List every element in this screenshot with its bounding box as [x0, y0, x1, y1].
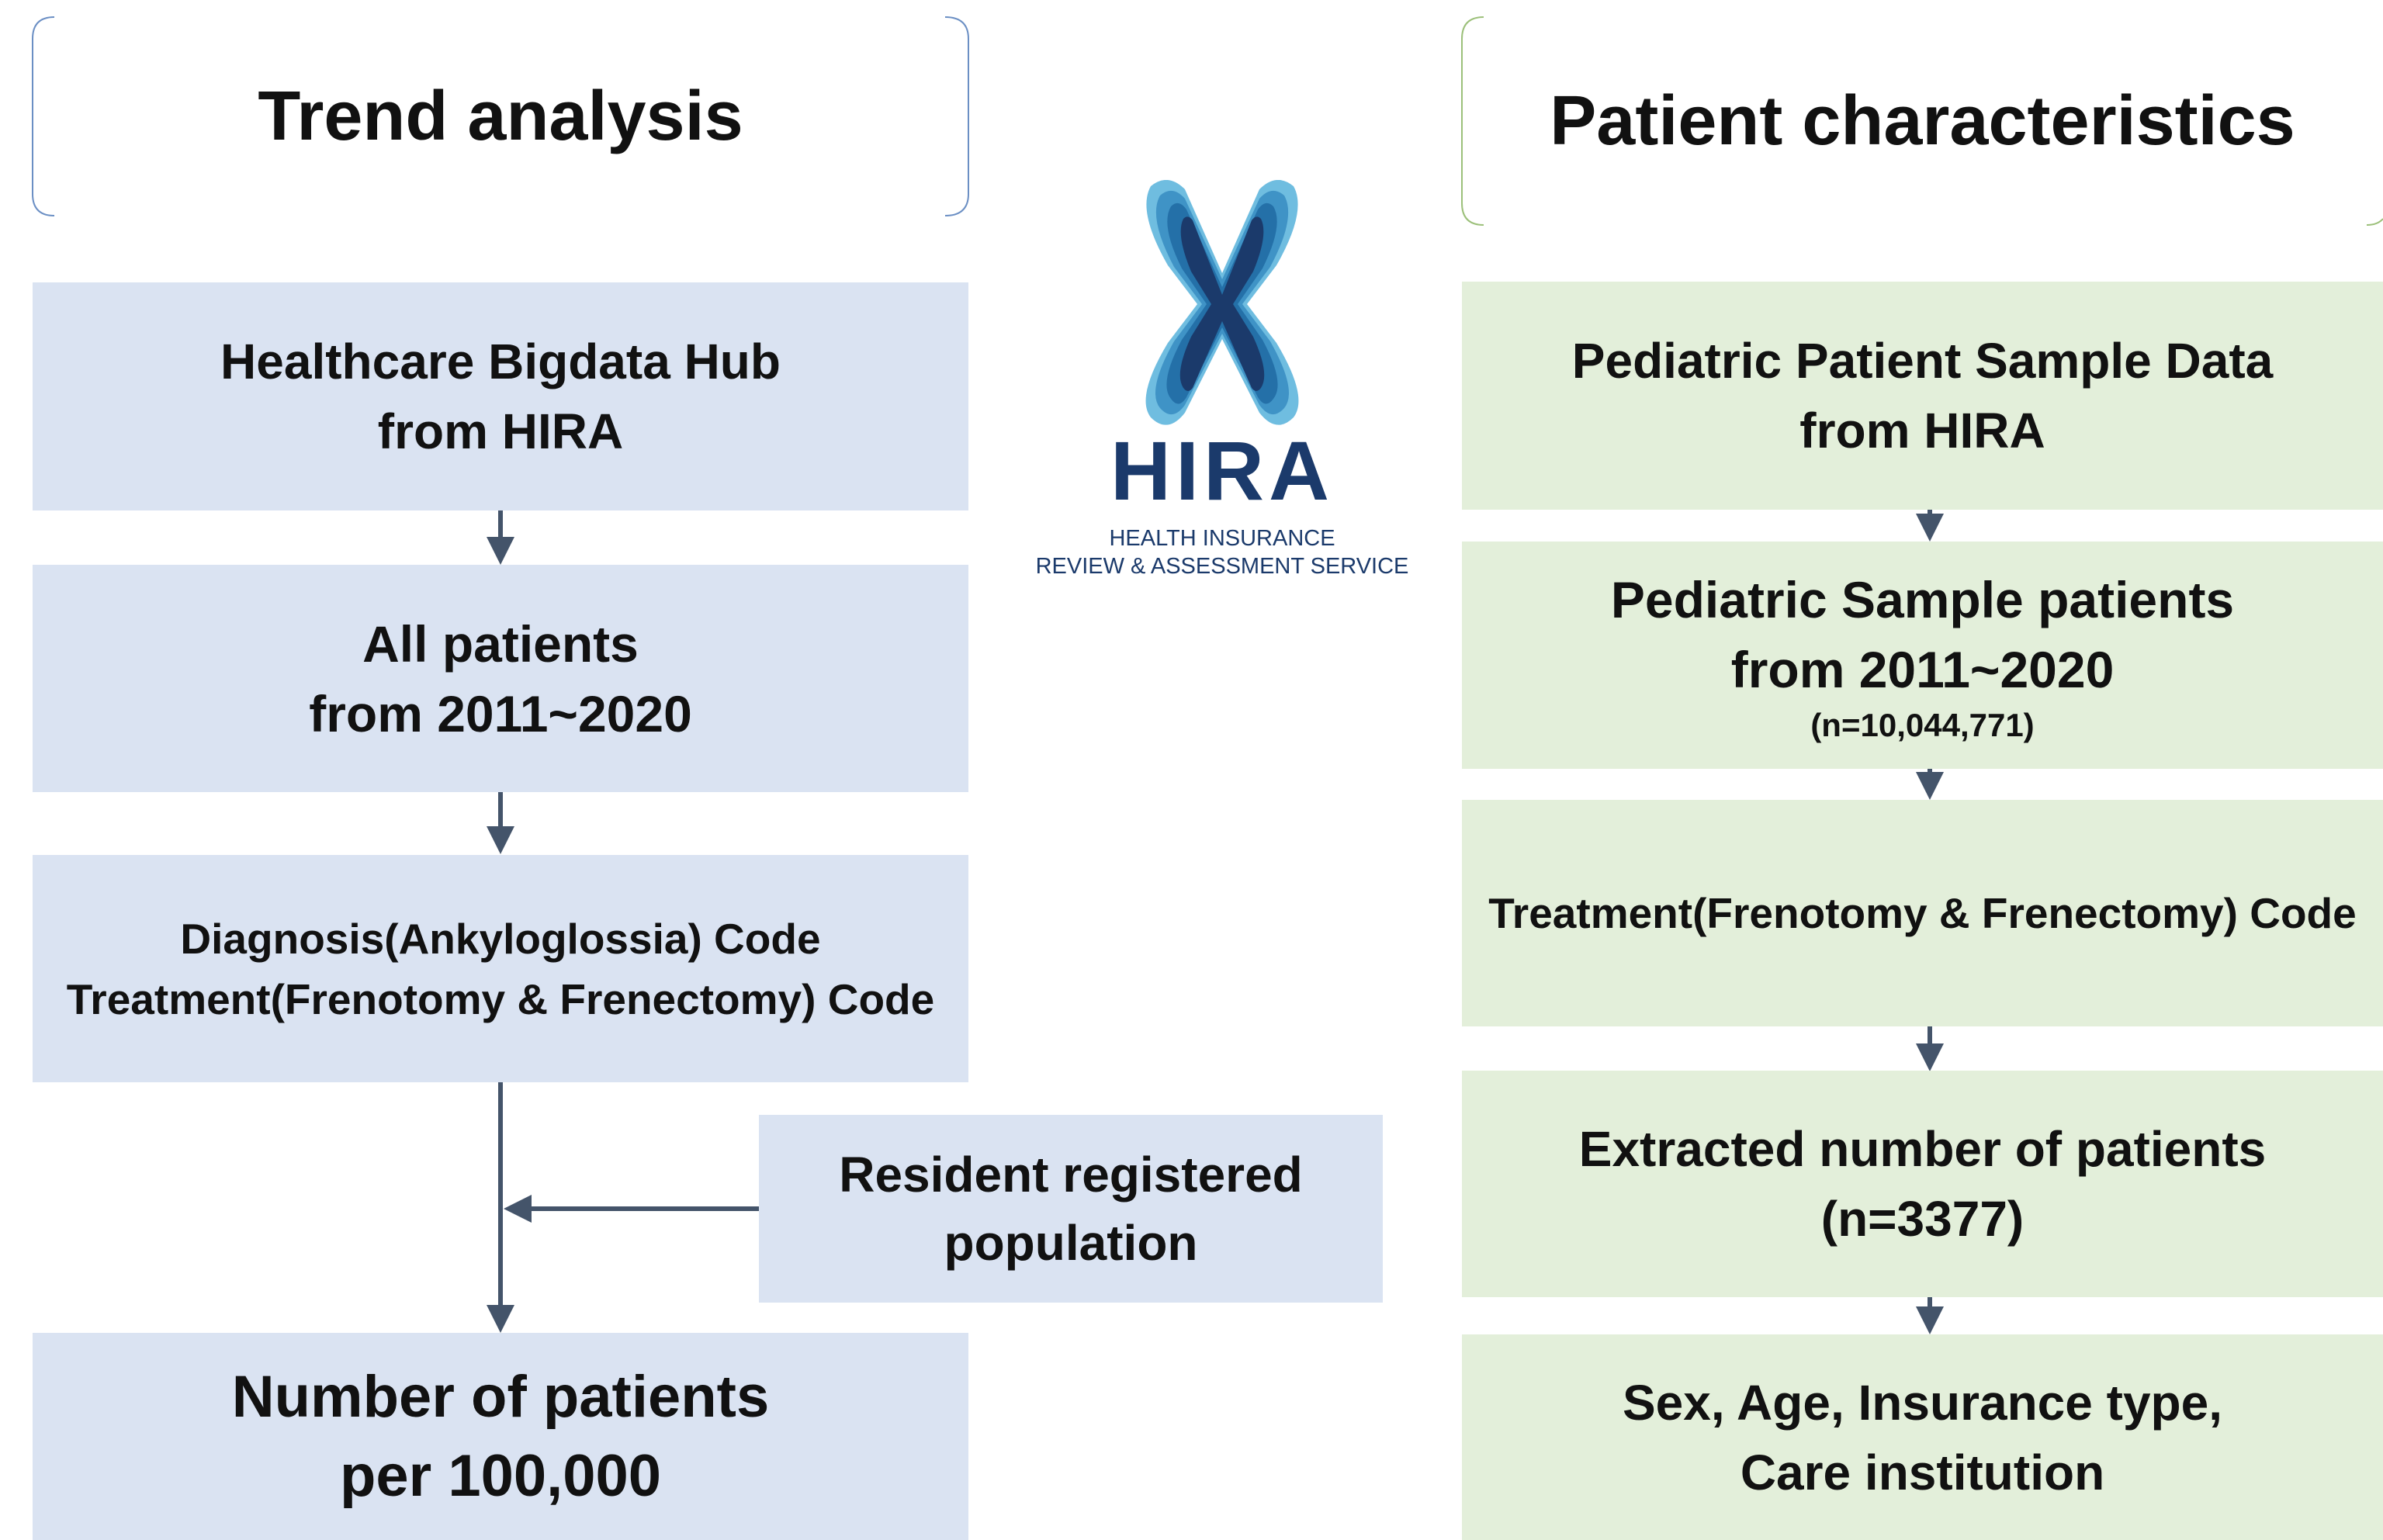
- sample-count-note: (n=10,044,771): [1810, 706, 2035, 743]
- left-header-frame: [32, 16, 969, 216]
- left-column-header: Trend analysis: [33, 17, 968, 216]
- right-box-sample-patients: Pediatric Sample patients from 2011~2020…: [1462, 542, 2383, 769]
- right-column-header: Patient characteristics: [1462, 17, 2383, 225]
- hira-wordmark: HIRA: [1110, 424, 1334, 517]
- left-box-result: Number of patients per 100,000: [33, 1333, 968, 1540]
- right-box-data-source: Pediatric Patient Sample Data from HIRA: [1462, 282, 2383, 510]
- hira-subtitle-1: HEALTH INSURANCE: [1109, 526, 1335, 551]
- hira-subtitle-2: REVIEW & ASSESSMENT SERVICE: [1035, 554, 1409, 579]
- left-column-title: Trend analysis: [258, 77, 743, 155]
- left-box-data-source: Healthcare Bigdata Hub from HIRA: [33, 282, 968, 510]
- right-box-extracted: Extracted number of patients (n=3377): [1462, 1071, 2383, 1297]
- left-box-codes: Diagnosis(Ankyloglossia) Code Treatment(…: [33, 855, 968, 1082]
- hira-logo: HIRA HEALTH INSURANCE REVIEW & ASSESSMEN…: [1024, 180, 1420, 583]
- right-header-frame: [1461, 16, 2383, 226]
- hira-x-emblem: [1145, 180, 1299, 425]
- right-box-treatment-code: Treatment(Frenotomy & Frenectomy) Code: [1462, 800, 2383, 1026]
- left-box-all-patients: All patients from 2011~2020: [33, 565, 968, 792]
- right-column-title: Patient characteristics: [1550, 81, 2295, 160]
- side-box-population: Resident registered population: [759, 1115, 1383, 1303]
- right-box-characteristics: Sex, Age, Insurance type, Care instituti…: [1462, 1334, 2383, 1540]
